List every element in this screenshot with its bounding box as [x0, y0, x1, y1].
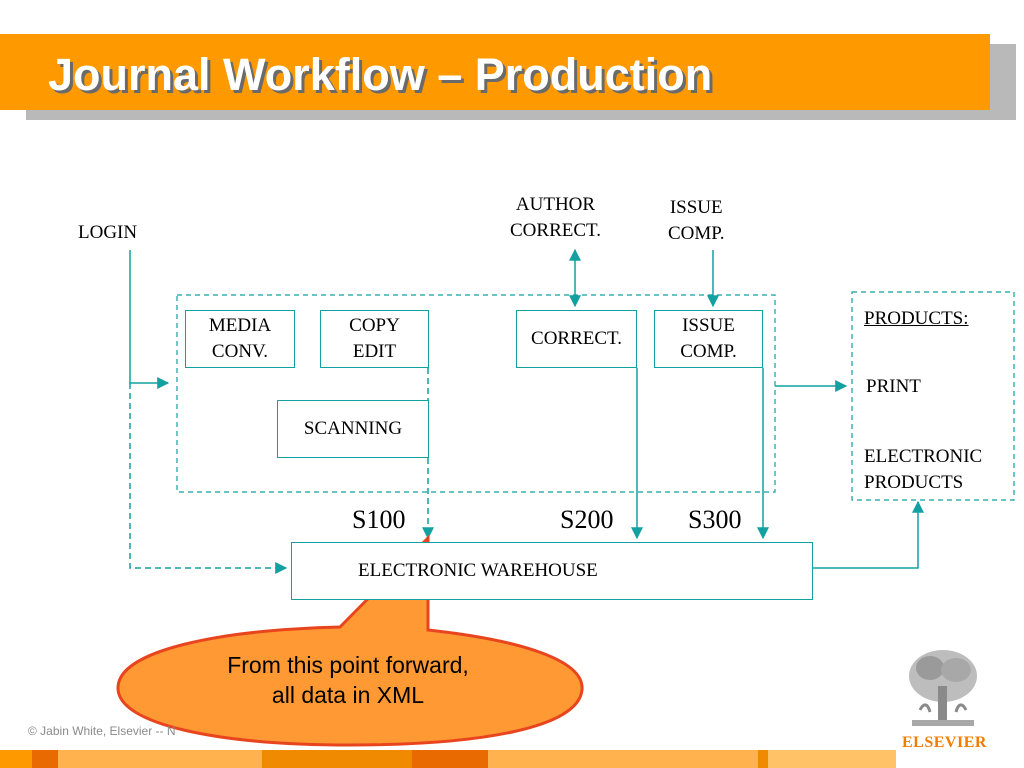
products-electronic: ELECTRONIC PRODUCTS	[864, 446, 983, 493]
products-heading: PRODUCTS:	[864, 308, 969, 329]
footer-bar-segment	[412, 750, 488, 768]
products-print: PRINT	[866, 376, 921, 397]
copy-edit-box: COPY EDIT	[320, 310, 429, 368]
production-frame	[176, 294, 776, 493]
warehouse-products-connector	[813, 500, 924, 569]
footer-bar-segment	[488, 750, 758, 768]
elsevier-logo-text: ELSEVIER	[902, 734, 987, 751]
callout-text: From this point forward, all data in XML	[227, 652, 469, 708]
footer-bar-segment	[262, 750, 412, 768]
elsevier-tree-logo	[906, 646, 980, 732]
step-s300: S300	[688, 505, 742, 534]
electronic-warehouse-box: ELECTRONIC WAREHOUSE	[291, 542, 813, 600]
footer-bar-segment	[0, 750, 32, 768]
issue-comp-top-label: ISSUE COMP.	[668, 197, 725, 244]
correct-box: CORRECT.	[516, 310, 637, 368]
footer-bar-segment	[758, 750, 768, 768]
author-correct-label: AUTHOR CORRECT.	[510, 194, 601, 241]
step-s200: S200	[560, 505, 614, 534]
login-warehouse-connector	[129, 383, 288, 574]
login-connector	[129, 250, 170, 389]
media-conv-box: MEDIA CONV.	[185, 310, 295, 368]
scanning-box: SCANNING	[277, 400, 429, 458]
issue-comp-box: ISSUE COMP.	[654, 310, 763, 368]
step-s100: S100	[352, 505, 406, 534]
callout-balloon	[116, 534, 584, 747]
slide-title: Journal Workflow – Production	[48, 49, 713, 100]
footer-copyright: © Jabin White, Elsevier -- N	[28, 724, 176, 738]
title-bar	[0, 34, 990, 110]
products-frame	[851, 291, 1015, 501]
footer-bar-segment	[58, 750, 262, 768]
footer-bar-segment	[768, 750, 896, 768]
footer-bar-segment	[32, 750, 58, 768]
login-label: LOGIN	[78, 222, 138, 243]
